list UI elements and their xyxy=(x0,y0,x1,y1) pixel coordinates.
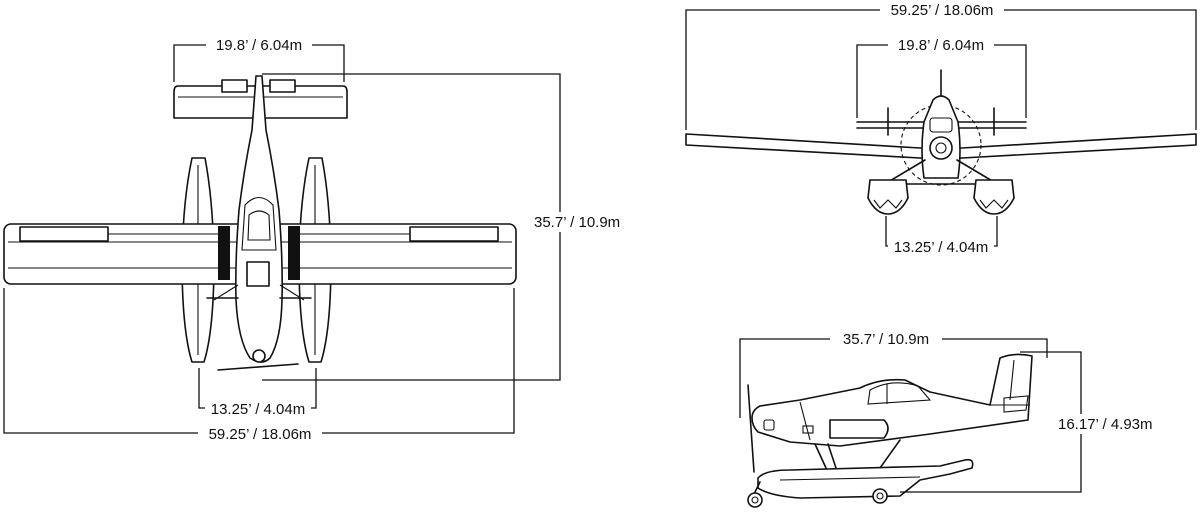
side-view-float xyxy=(747,458,974,508)
side-view-height-label: 16.17’ / 4.93m xyxy=(1058,416,1153,433)
top-view: 19.8’ / 6.04m 35.7’ / 10.9m 13.25’ / 4.0… xyxy=(3,36,632,443)
top-view-length-label: 35.7’ / 10.9m xyxy=(534,214,620,231)
side-view: 35.7’ / 10.9m 16.17’ / 4.93m xyxy=(739,330,1168,508)
front-view-wingspan-label: 59.25’ / 18.06m xyxy=(891,2,994,19)
top-view-wingspan-label: 59.25’ / 18.06m xyxy=(209,426,312,443)
top-view-tail-span-label: 19.8’ / 6.04m xyxy=(216,37,302,54)
side-view-propeller xyxy=(747,384,755,473)
side-view-fuselage xyxy=(751,353,1033,447)
front-view-tail-span-label: 19.8’ / 6.04m xyxy=(898,37,984,54)
front-view-float-track-label: 13.25’ / 4.04m xyxy=(894,239,989,256)
top-view-float-track-label: 13.25’ / 4.04m xyxy=(211,401,306,418)
front-view-floats xyxy=(867,159,1015,215)
top-view-fuselage xyxy=(206,75,312,371)
side-view-struts xyxy=(814,439,901,469)
front-view-propeller-disc xyxy=(900,104,982,186)
side-view-length-label: 35.7’ / 10.9m xyxy=(843,331,929,348)
front-view: 59.25’ / 18.06m 19.8’ / 6.04m 13.25’ / 4… xyxy=(685,1,1197,256)
front-view-fuselage xyxy=(921,95,961,179)
